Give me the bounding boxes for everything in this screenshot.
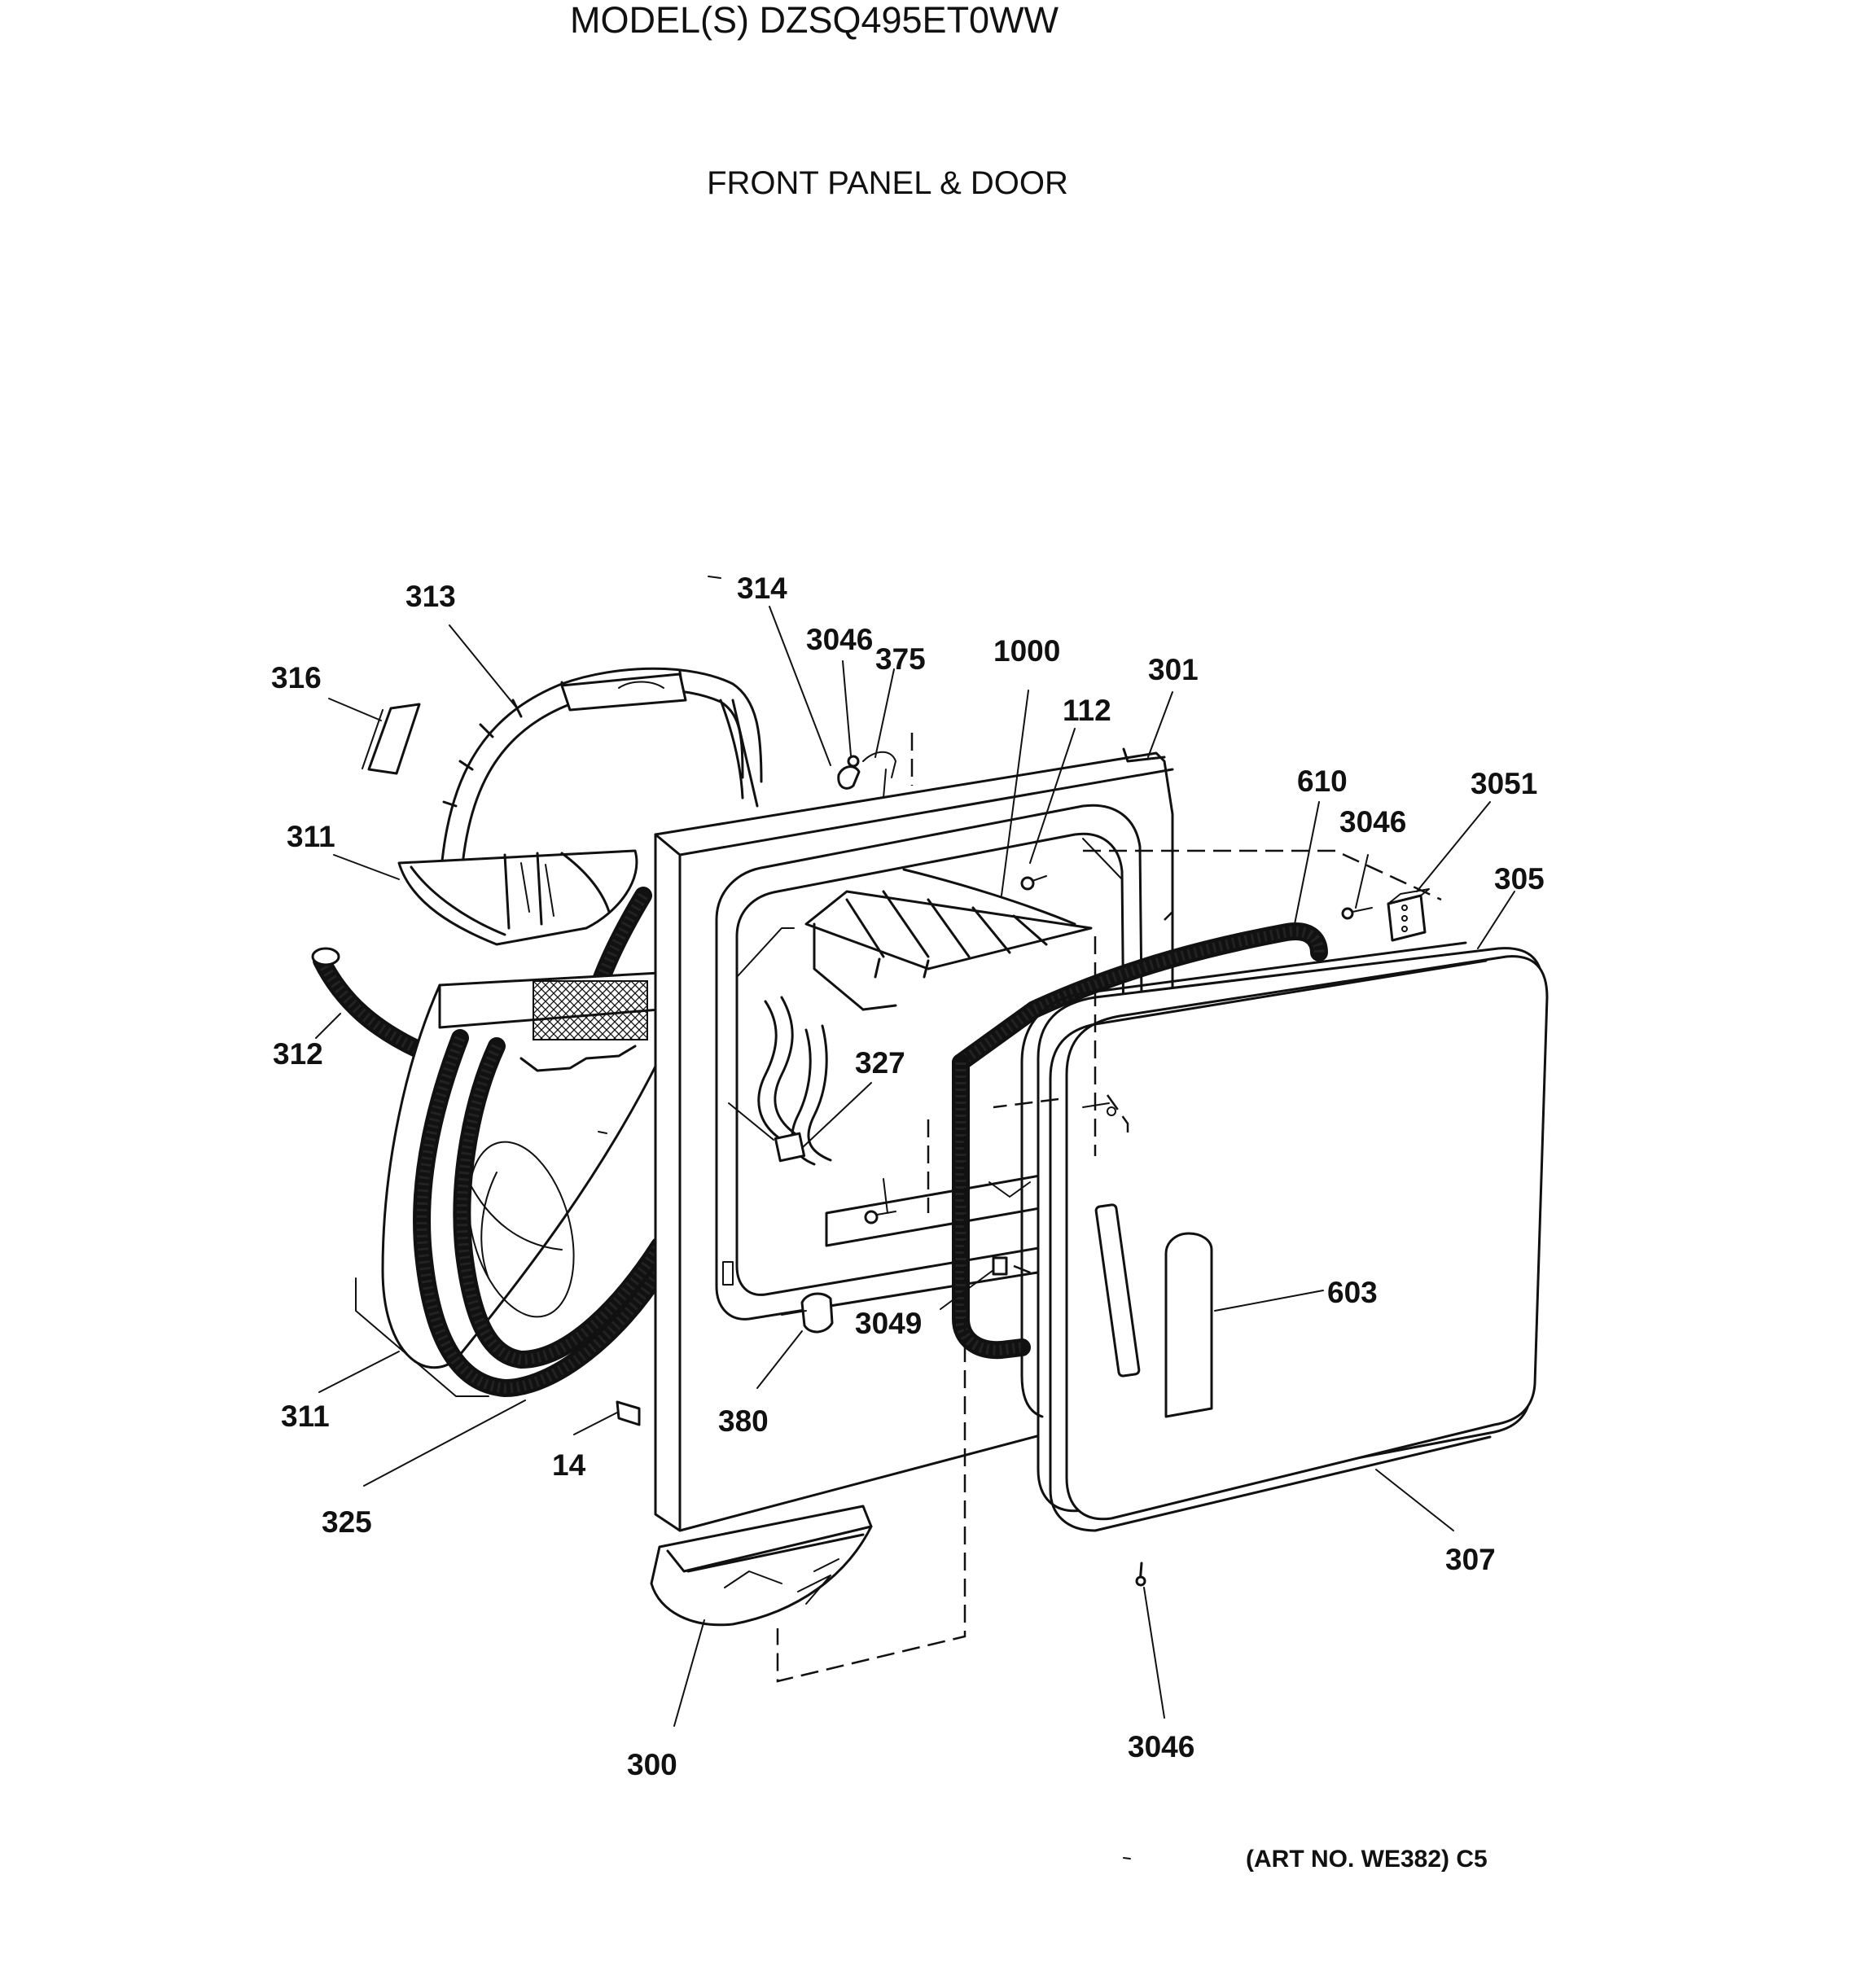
part-3049-latch bbox=[992, 1256, 1008, 1276]
part-327-bracket bbox=[728, 996, 832, 1166]
rack-assembly bbox=[804, 868, 1093, 1011]
callout-325: 325 bbox=[322, 1505, 372, 1539]
callout-3049: 3049 bbox=[855, 1307, 922, 1340]
part-3051-hinge-block bbox=[1387, 888, 1430, 942]
scan-speck-top bbox=[708, 576, 721, 579]
callout-112: 112 bbox=[1063, 694, 1111, 727]
callout-14: 14 bbox=[552, 1448, 586, 1482]
leader-lines bbox=[315, 606, 1515, 1727]
callout-610: 610 bbox=[1297, 764, 1348, 798]
section-title: FRONT PANEL & DOOR bbox=[707, 165, 1068, 201]
part-3046-right-screw bbox=[1341, 907, 1373, 920]
callout-300: 300 bbox=[627, 1748, 677, 1781]
callout-3046-bottom: 3046 bbox=[1128, 1730, 1194, 1763]
callout-301: 301 bbox=[1148, 653, 1199, 686]
part-610-door-gasket bbox=[952, 922, 1328, 1360]
part-375-hinge-bracket bbox=[837, 751, 896, 799]
scan-speck-left bbox=[1123, 1857, 1131, 1860]
callout-1000: 1000 bbox=[993, 634, 1060, 668]
callout-311-bottom: 311 bbox=[281, 1400, 330, 1433]
part-311-upper-duct bbox=[397, 849, 638, 946]
part-14-clip bbox=[616, 1400, 641, 1426]
callout-314: 314 bbox=[737, 572, 787, 605]
callout-307: 307 bbox=[1445, 1543, 1496, 1576]
callout-380: 380 bbox=[718, 1404, 769, 1438]
part-312-gasket bbox=[311, 947, 432, 1061]
callout-3051: 3051 bbox=[1471, 767, 1537, 800]
callout-3046-top: 3046 bbox=[806, 623, 873, 656]
art-number: (ART NO. WE382) C5 bbox=[1246, 1846, 1488, 1873]
callout-311-top: 311 bbox=[287, 820, 335, 853]
bracket-lines bbox=[355, 1277, 489, 1397]
part-3046-bottom-screw bbox=[1135, 1562, 1146, 1587]
part-325-front-gasket bbox=[413, 1029, 668, 1397]
callout-313: 313 bbox=[405, 580, 456, 613]
part-300-lower-trim bbox=[650, 1505, 873, 1627]
callout-603: 603 bbox=[1327, 1276, 1378, 1309]
model-title: MODEL(S) DZSQ495ET0WW bbox=[570, 0, 1059, 41]
callout-316: 316 bbox=[271, 661, 322, 694]
part-307-door-outer bbox=[1049, 955, 1549, 1532]
callout-305: 305 bbox=[1494, 862, 1545, 896]
callout-labels: 313 316 314 3046 375 1000 301 112 610 30… bbox=[271, 572, 1545, 1781]
callout-327: 327 bbox=[855, 1046, 905, 1080]
callout-3046-right: 3046 bbox=[1339, 805, 1406, 839]
assembly-dashed-lines bbox=[776, 733, 1442, 1683]
part-316-lens-strip bbox=[362, 703, 421, 775]
callout-312: 312 bbox=[273, 1037, 323, 1071]
part-380-switch bbox=[781, 1292, 834, 1334]
part-112-screw bbox=[1020, 875, 1047, 891]
callout-375: 375 bbox=[875, 642, 926, 676]
